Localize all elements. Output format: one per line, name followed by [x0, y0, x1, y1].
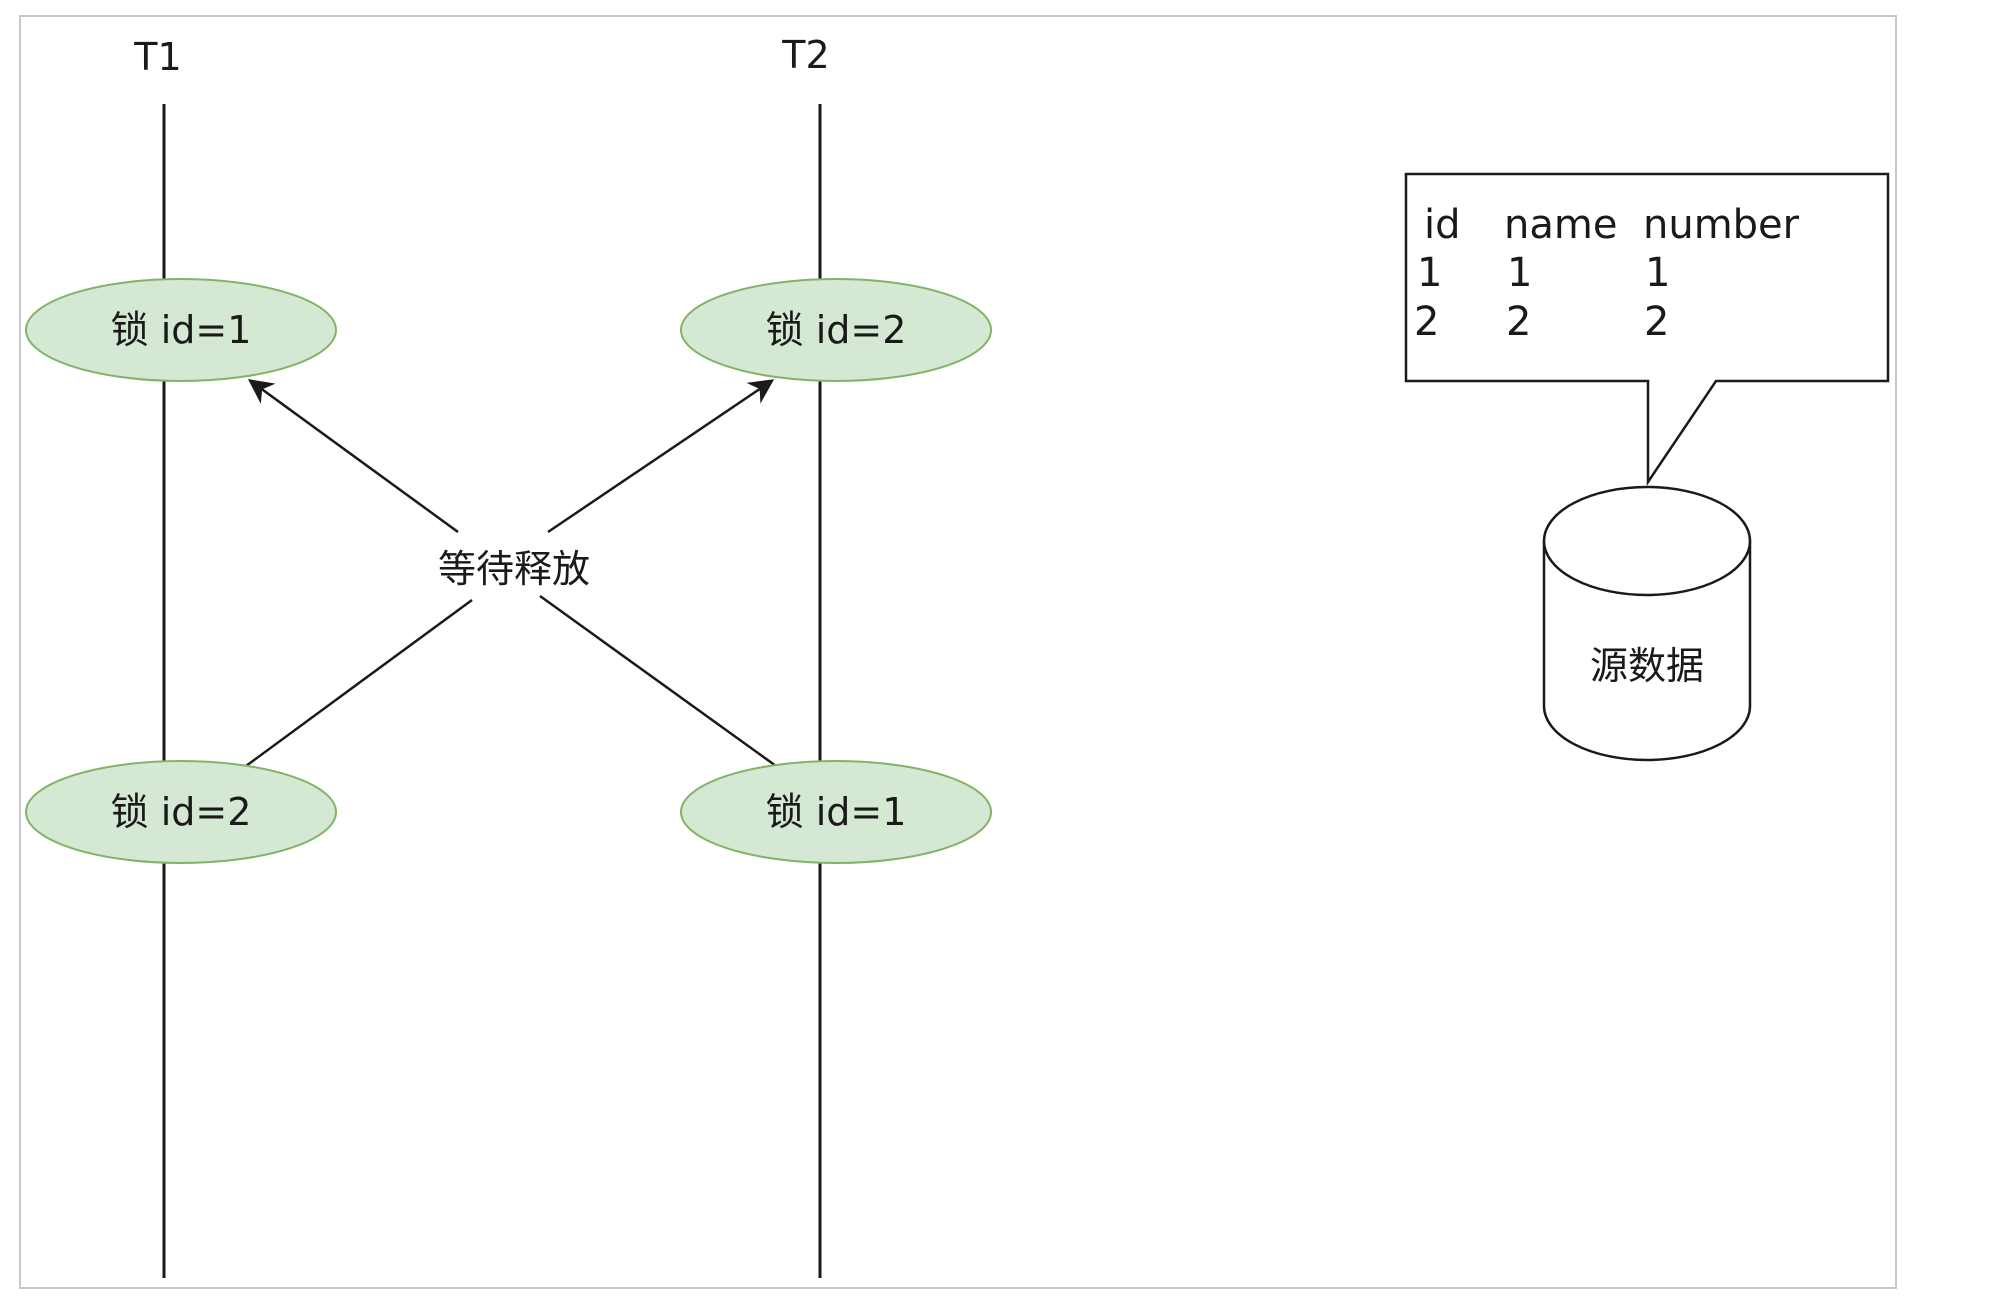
table-cell: 2: [1644, 299, 1669, 345]
table-cell: 1: [1645, 250, 1670, 296]
lock-node-t1-top: 锁 id=1: [25, 278, 337, 382]
wait-arrow-to-t1-lock: [247, 379, 459, 534]
lock-label: 锁 id=2: [111, 790, 252, 834]
table-header-number: number: [1643, 202, 1800, 248]
t1-label: T1: [133, 35, 181, 79]
wait-line-from-t1-bottom: [245, 598, 473, 768]
database-cylinder: 源数据: [1542, 485, 1752, 762]
wait-label: 等待释放: [438, 547, 590, 591]
table-header-name: name: [1504, 202, 1617, 248]
table-cell: 1: [1417, 250, 1442, 296]
t2-label: T2: [781, 33, 829, 77]
table-cell: 2: [1506, 299, 1531, 345]
lock-node-t1-bottom: 锁 id=2: [25, 760, 337, 864]
database-label: 源数据: [1590, 644, 1704, 688]
lock-node-t2-bottom: 锁 id=1: [680, 760, 992, 864]
table-cell: 1: [1507, 250, 1532, 296]
table-header-id: id: [1424, 202, 1461, 248]
table-callout: [1404, 172, 1890, 487]
lock-node-t2-top: 锁 id=2: [680, 278, 992, 382]
table-cell: 2: [1414, 299, 1439, 345]
wait-arrow-to-t2-lock: [547, 379, 775, 534]
lock-label: 锁 id=2: [766, 308, 907, 352]
wait-line-from-t2-bottom: [539, 594, 777, 768]
source-table: id name number 1 1 1 2 2 2: [1414, 202, 1800, 345]
lock-label: 锁 id=1: [111, 308, 252, 352]
lock-label: 锁 id=1: [766, 790, 907, 834]
